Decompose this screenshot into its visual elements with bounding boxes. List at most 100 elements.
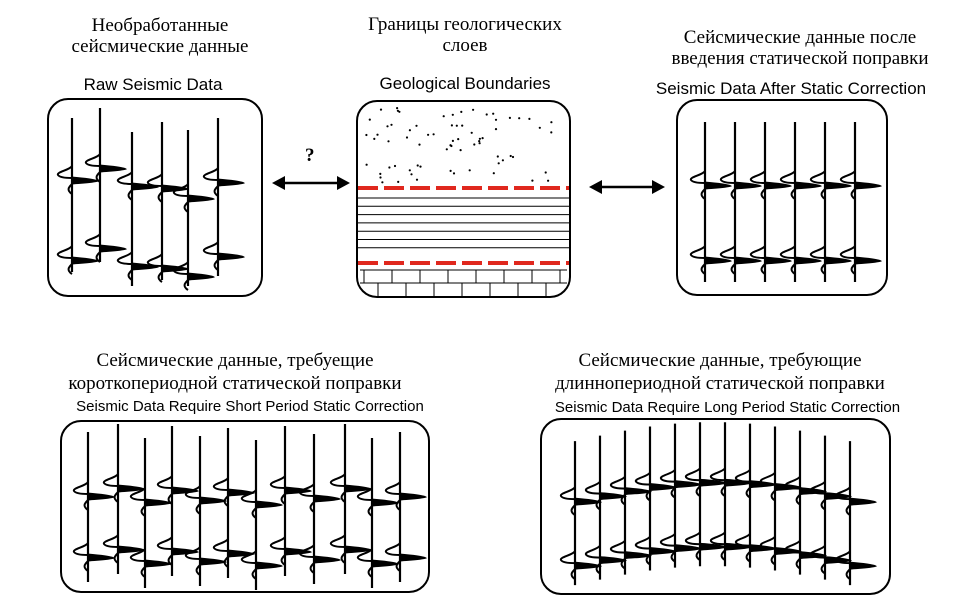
long-title-ru-1: Сейсмические данные, требующие — [578, 350, 862, 371]
corrected-traces — [689, 122, 882, 282]
short-period-traces — [72, 424, 427, 590]
seismic-trace — [584, 435, 627, 580]
sand-dot — [494, 118, 498, 121]
seismic-trace — [809, 122, 852, 282]
sand-dot — [393, 164, 397, 168]
sand-dot — [410, 173, 413, 176]
seismic-trace — [329, 424, 372, 574]
limestone-layer-bricks — [360, 269, 567, 296]
short-title-en: Seismic Data Require Short Period Static… — [76, 398, 424, 415]
sand-dot — [415, 124, 418, 127]
sand-dot — [478, 142, 481, 145]
seismic-trace — [202, 118, 245, 276]
seismic-trace — [809, 435, 852, 580]
sand-dot — [460, 110, 463, 113]
sand-dot — [415, 178, 419, 181]
seismic-trace — [72, 432, 115, 582]
sand-dot — [376, 133, 379, 136]
sand-dot — [397, 180, 400, 183]
seismic-trace — [559, 441, 602, 586]
seismic-trace — [56, 118, 99, 275]
sand-dot — [416, 164, 419, 167]
sand-dot — [449, 169, 452, 172]
sand-dot — [538, 126, 541, 129]
sand-dot — [451, 139, 454, 142]
question-mark-label: ? — [305, 145, 315, 166]
sand-dot — [365, 133, 368, 137]
sand-dot — [408, 169, 411, 172]
sand-dot — [455, 124, 458, 127]
sand-dot — [373, 137, 376, 140]
raw-title-en: Raw Seismic Data — [83, 75, 223, 94]
seismic-trace — [634, 426, 677, 571]
sand-dot — [492, 112, 495, 115]
seismic-trace — [779, 122, 822, 282]
sand-dot — [386, 125, 389, 128]
sand-dot — [432, 133, 435, 136]
sand-dot — [405, 136, 409, 139]
seismic-trace — [146, 122, 189, 283]
seismic-trace — [356, 438, 399, 588]
sand-dot — [481, 137, 484, 140]
sand-dot — [468, 169, 471, 172]
seismic-trace — [784, 430, 827, 575]
sand-dot — [450, 124, 453, 127]
sand-dot — [485, 113, 488, 116]
sand-dot — [418, 143, 421, 146]
sand-dot — [501, 159, 504, 162]
geology-title-en: Geological Boundaries — [379, 74, 551, 93]
sand-dot — [470, 131, 473, 134]
seismic-trace — [184, 436, 227, 586]
sand-dot — [518, 117, 521, 120]
sand-dot — [396, 107, 399, 110]
sand-dot — [387, 140, 390, 143]
corrected-title-ru-2: введения статической поправки — [671, 48, 929, 69]
sand-dot — [497, 162, 500, 165]
corrected-title-ru-1: Сейсмические данные после — [683, 27, 917, 48]
sand-dot — [496, 155, 499, 158]
seismic-trace — [734, 423, 777, 568]
seismic-trace — [116, 132, 159, 286]
short-title-ru-2: короткопериодной статической поправки — [68, 373, 402, 394]
sand-dot — [442, 115, 445, 118]
seismic-trace — [719, 122, 762, 282]
seismic-trace — [759, 426, 802, 571]
sand-dot — [365, 163, 368, 166]
seismic-trace — [839, 122, 882, 282]
seismic-trace — [172, 130, 215, 291]
sand-dot — [547, 179, 550, 182]
sand-dot — [368, 118, 371, 121]
shale-layer-lines — [358, 197, 569, 249]
seismic-trace — [240, 440, 283, 590]
seismic-trace — [102, 424, 145, 574]
seismic-trace — [689, 122, 732, 282]
sand-dot — [511, 155, 515, 159]
sand-dot — [449, 144, 452, 147]
seismic-trace — [834, 441, 877, 586]
sand-dot — [379, 172, 382, 175]
corrected-panel-frame — [676, 99, 888, 296]
raw-title-ru-1: Необработанные — [91, 15, 229, 36]
long-panel-frame — [540, 418, 891, 595]
seismic-trace — [269, 426, 312, 576]
sand-dot — [494, 128, 498, 131]
sand-dot — [531, 179, 534, 182]
question-double-arrow — [272, 176, 350, 190]
corrected-title-en: Seismic Data After Static Correction — [655, 79, 927, 98]
seismic-trace — [298, 434, 341, 584]
raw-title-ru-2: сейсмические данные — [71, 36, 249, 57]
sand-dot — [457, 138, 460, 141]
sand-dot — [419, 165, 422, 168]
sand-dot — [550, 131, 553, 134]
long-title-en: Seismic Data Require Long Period Static … — [554, 399, 901, 416]
long-title-ru-2: длиннопериодной статической поправки — [555, 373, 885, 394]
sand-dot — [390, 123, 393, 126]
correspondence-double-arrow — [589, 180, 665, 194]
sand-dot — [451, 113, 454, 116]
short-title-ru-1: Сейсмические данные, требуещие — [96, 350, 374, 371]
sand-dot — [427, 133, 430, 136]
geology-title-ru-1: Границы геологических — [368, 14, 562, 35]
sand-dot — [509, 154, 512, 158]
sand-dot — [472, 108, 475, 111]
